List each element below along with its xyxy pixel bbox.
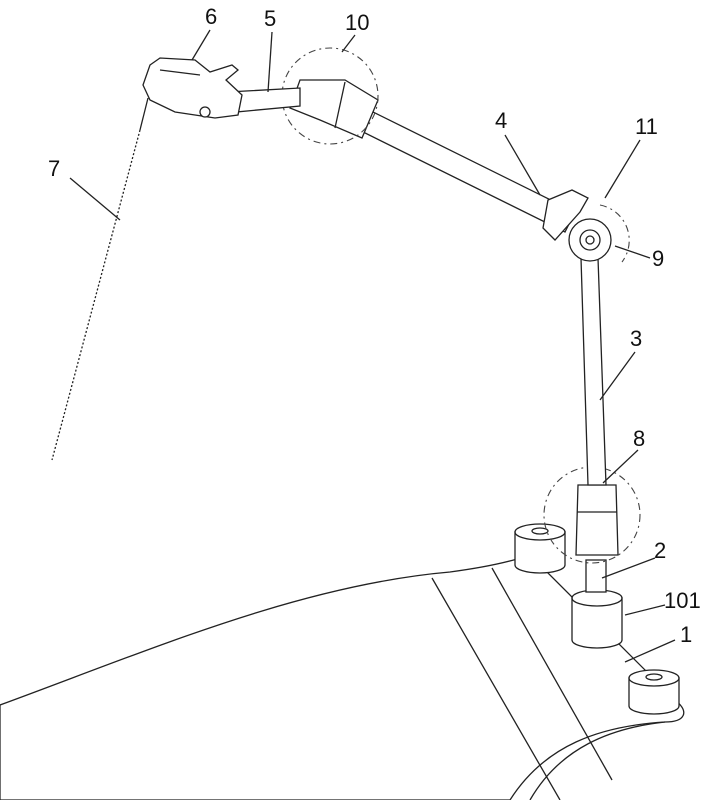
needle-holder-6 bbox=[142, 57, 243, 119]
label-11: 11 bbox=[635, 114, 658, 139]
label-5: 5 bbox=[264, 6, 276, 31]
label-4: 4 bbox=[495, 108, 507, 133]
label-3: 3 bbox=[630, 326, 642, 351]
label-7: 7 bbox=[48, 156, 60, 181]
label-101: 101 bbox=[664, 588, 701, 613]
label-2: 2 bbox=[654, 538, 666, 563]
joint-segment-10 bbox=[281, 47, 379, 145]
label-1: 1 bbox=[680, 622, 692, 647]
arm-3 bbox=[580, 257, 607, 486]
base-plate bbox=[0, 554, 685, 800]
joint-9 bbox=[542, 189, 630, 263]
label-8: 8 bbox=[633, 426, 645, 451]
connector-2 bbox=[585, 559, 607, 593]
label-9: 9 bbox=[652, 246, 664, 271]
arm-4 bbox=[354, 107, 576, 233]
leader-lines bbox=[69, 29, 676, 663]
label-10: 10 bbox=[345, 10, 369, 35]
label-6: 6 bbox=[205, 4, 217, 29]
mount-cylinder-101 bbox=[571, 589, 623, 649]
mount-cylinder-right bbox=[628, 669, 680, 715]
needle-7 bbox=[51, 97, 149, 461]
